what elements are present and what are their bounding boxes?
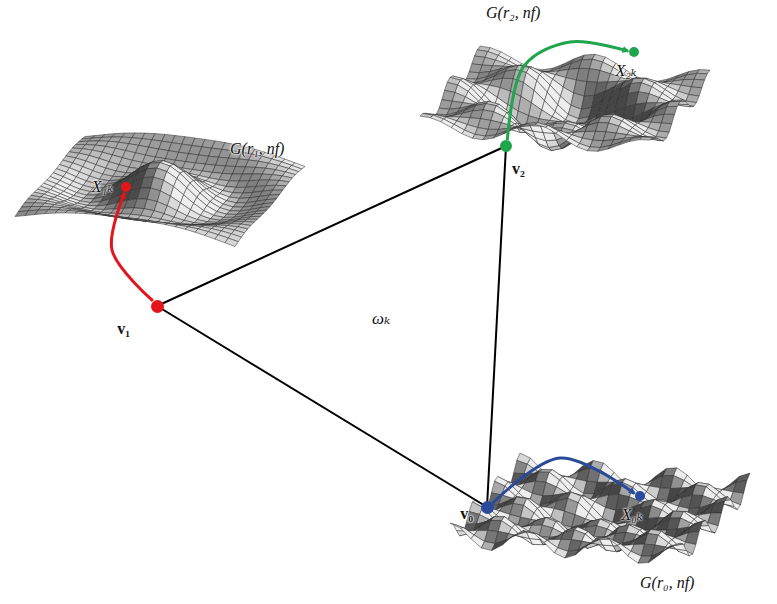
mesh-surface	[420, 46, 710, 151]
surface-label: G(r₁, nf)	[230, 140, 284, 158]
vertex-label: v₀	[460, 505, 473, 523]
mapping-arrow	[492, 458, 634, 503]
vertex-label: v₂	[512, 160, 525, 178]
mesh-cell	[513, 531, 527, 536]
mesh-cell	[514, 123, 527, 128]
mesh-cell	[270, 190, 283, 195]
mesh-cell	[546, 126, 559, 134]
vertex-label: v₁	[117, 320, 130, 338]
mesh-cell	[451, 124, 464, 133]
mapped-point: X₁ₖ	[121, 182, 131, 192]
mesh-cell	[733, 480, 747, 493]
mesh-cell	[450, 523, 464, 528]
vertex-point: v₀	[481, 501, 494, 514]
mesh-cell	[504, 127, 517, 134]
mesh-cell	[492, 540, 506, 550]
cell-label: ωₖ	[372, 310, 390, 329]
mesh-cell	[694, 73, 707, 80]
mesh-cell	[534, 533, 548, 542]
simplex-edge	[157, 146, 506, 306]
mesh-cell	[273, 185, 286, 190]
mesh-cell	[608, 142, 621, 149]
mesh-cell	[225, 238, 238, 246]
mesh-cell	[661, 114, 674, 123]
mesh-cell	[638, 556, 652, 563]
mesh-cell	[441, 119, 454, 128]
point-label: X₀ₖ	[621, 506, 642, 524]
simplex-edge	[487, 146, 506, 507]
mesh-cell	[711, 501, 725, 513]
mapped-point: X₀ₖ	[635, 491, 645, 501]
mapped-point: X₂ₖ	[629, 47, 639, 57]
mesh-cell	[556, 131, 569, 140]
vertex-point: v₁	[151, 300, 164, 313]
mesh-cell	[659, 546, 673, 555]
surface-label: G(r₂, nf)	[486, 4, 540, 22]
surface-label: G(r₀, nf)	[640, 574, 694, 592]
mesh-cell	[689, 522, 703, 533]
mesh-cell	[649, 551, 663, 562]
mesh-surface	[450, 453, 750, 563]
vertex-point: v₂	[500, 140, 512, 152]
mesh-cell	[586, 539, 600, 547]
mesh-cell	[576, 544, 590, 555]
mesh-cell	[493, 131, 506, 138]
mesh-cell	[659, 123, 672, 132]
mesh-cell	[502, 535, 516, 545]
mesh-cell	[247, 216, 260, 219]
point-label: X₁ₖ	[92, 178, 113, 196]
mapping-arrow	[111, 193, 153, 301]
mesh-cell	[670, 543, 684, 546]
mesh-cell	[607, 538, 621, 545]
mesh-cell	[566, 138, 579, 147]
mesh-cell	[691, 79, 704, 88]
mapping-arrow	[507, 42, 628, 141]
mesh-surface	[15, 133, 305, 247]
simplex-edge	[157, 306, 487, 507]
mesh-cell	[145, 220, 158, 222]
point-label: X₂ₖ	[615, 62, 636, 80]
mesh-cell	[667, 101, 680, 107]
mesh-cell	[276, 180, 289, 186]
mesh-cell	[619, 139, 632, 146]
mesh-cell	[640, 137, 653, 140]
mesh-cell	[664, 106, 677, 114]
